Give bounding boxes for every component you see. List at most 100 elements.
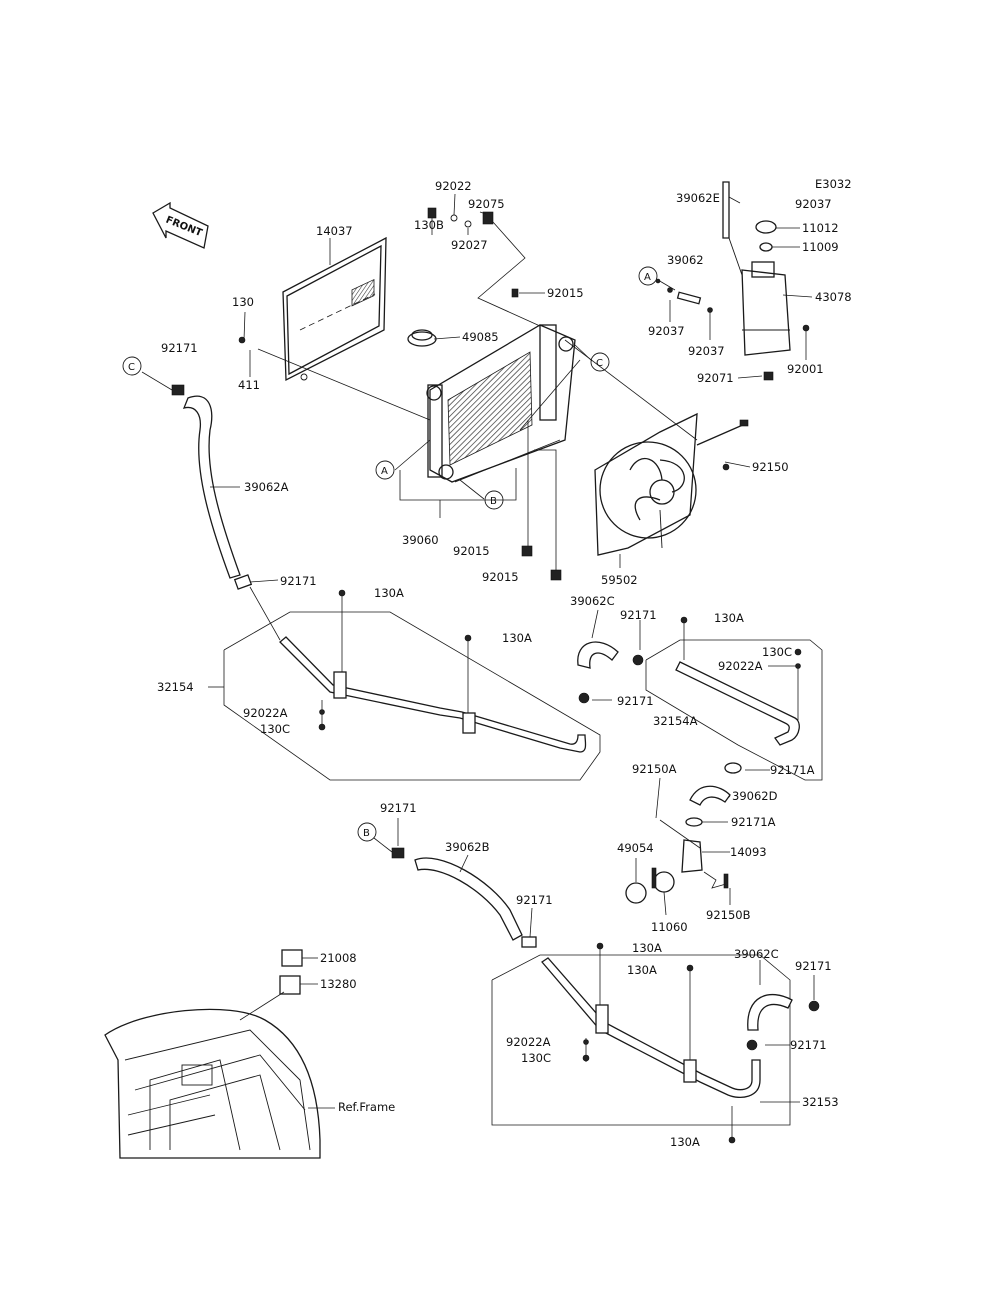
- label-32154A: 32154A: [653, 714, 698, 728]
- label-411: 411: [238, 378, 260, 392]
- clip-13280: [279, 975, 301, 995]
- label-130A-5: 130A: [627, 963, 657, 977]
- clamp-a: [233, 574, 253, 590]
- svg-text:A: A: [644, 272, 651, 283]
- fasteners: [238, 278, 810, 1144]
- front-label: FRONT: [164, 215, 204, 240]
- label-39062: 39062: [667, 253, 704, 267]
- label-39062C-bot: 39062C: [734, 947, 779, 961]
- leader-lines: [141, 193, 815, 1138]
- radiator-screen: [282, 236, 387, 382]
- svg-text:B: B: [363, 828, 370, 839]
- label-92150A: 92150A: [632, 762, 677, 776]
- label-39062B: 39062B: [445, 840, 490, 854]
- label-32154: 32154: [157, 680, 194, 694]
- svg-text:B: B: [490, 496, 497, 507]
- label-130C-l: 130C: [260, 722, 290, 736]
- label-92171-f: 92171: [516, 893, 553, 907]
- label-39062D: 39062D: [732, 789, 778, 803]
- label-ref-frame: Ref.Frame: [338, 1100, 395, 1114]
- label-130A-6: 130A: [670, 1135, 700, 1149]
- label-32153: 32153: [802, 1095, 839, 1109]
- svg-text:C: C: [596, 358, 603, 369]
- label-11060: 11060: [651, 920, 688, 934]
- label-92027: 92027: [451, 238, 488, 252]
- label-49054: 49054: [617, 841, 654, 855]
- label-130A-4: 130A: [632, 941, 662, 955]
- svg-text:A: A: [381, 466, 388, 477]
- label-92171-d: 92171: [617, 694, 654, 708]
- svg-text:C: C: [128, 362, 135, 373]
- label-92001: 92001: [787, 362, 824, 376]
- label-14037: 14037: [316, 224, 353, 238]
- label-130A-2: 130A: [502, 631, 532, 645]
- label-92171A-2: 92171A: [731, 815, 776, 829]
- cooling-fan-assembly: [594, 412, 749, 556]
- marker-a-radiator: A: [375, 460, 395, 480]
- marker-c-hose: C: [122, 356, 142, 376]
- label-130: 130: [232, 295, 254, 309]
- radiator: [426, 324, 576, 483]
- label-92022A-r: 92022A: [718, 659, 763, 673]
- label-92015-mid: 92015: [453, 544, 490, 558]
- label-21008: 21008: [320, 951, 357, 965]
- label-92037-top: 92037: [795, 197, 832, 211]
- top-bolt-set: [427, 207, 519, 298]
- clip-21008: [281, 949, 303, 967]
- label-92037-l: 92037: [648, 324, 685, 338]
- label-92171-e: 92171: [380, 801, 417, 815]
- label-92022-top: 92022: [435, 179, 472, 193]
- label-130A-1: 130A: [374, 586, 404, 600]
- reservoir-tank: [676, 181, 791, 381]
- frame-reference: [104, 1008, 321, 1159]
- label-59502: 59502: [601, 573, 638, 587]
- clamp-c: [171, 384, 185, 396]
- label-92171-c: 92171: [161, 341, 198, 355]
- pipe-32154: [223, 611, 601, 781]
- label-92075: 92075: [468, 197, 505, 211]
- diagram-code: E3032: [815, 177, 852, 191]
- hose-39062C-top: [577, 641, 619, 669]
- thermostat-group: [625, 785, 731, 904]
- marker-b-radiator: B: [484, 490, 504, 510]
- label-92022A-b: 92022A: [506, 1035, 551, 1049]
- label-14093: 14093: [730, 845, 767, 859]
- label-130C-r: 130C: [762, 645, 792, 659]
- label-39062C-top: 39062C: [570, 594, 615, 608]
- part-labels: 92022 92075 130B 92027 14037 130 411 920…: [157, 179, 852, 1149]
- label-92015-bot: 92015: [482, 570, 519, 584]
- marker-a-reservoir: A: [638, 266, 658, 286]
- label-130C-b: 130C: [521, 1051, 551, 1065]
- label-13280: 13280: [320, 977, 357, 991]
- label-92037-r: 92037: [688, 344, 725, 358]
- label-43078: 43078: [815, 290, 852, 304]
- label-92071: 92071: [697, 371, 734, 385]
- pipe-32153: [491, 954, 791, 1126]
- label-130A-3: 130A: [714, 611, 744, 625]
- marker-c-radiator: C: [590, 352, 610, 372]
- label-92150: 92150: [752, 460, 789, 474]
- label-39060: 39060: [402, 533, 439, 547]
- label-11012: 11012: [802, 221, 839, 235]
- label-92171-g: 92171: [795, 959, 832, 973]
- label-92171A-1: 92171A: [770, 763, 815, 777]
- hose-39062C-bottom: [747, 993, 793, 1031]
- front-arrow: FRONT: [152, 201, 209, 249]
- clamp-92171A-1: [724, 762, 742, 774]
- label-49085: 49085: [462, 330, 499, 344]
- pipe-32154A: [645, 639, 823, 781]
- label-92150B: 92150B: [706, 908, 751, 922]
- marker-b-hose: B: [357, 822, 377, 842]
- radiator-cap: [407, 329, 437, 347]
- label-92171-b: 92171: [620, 608, 657, 622]
- label-130B: 130B: [414, 218, 444, 232]
- label-39062A: 39062A: [244, 480, 289, 494]
- label-92022A-l: 92022A: [243, 706, 288, 720]
- hose-39062B: [414, 857, 523, 941]
- label-39062E: 39062E: [676, 191, 720, 205]
- label-92171-h: 92171: [790, 1038, 827, 1052]
- label-92171-a: 92171: [280, 574, 317, 588]
- label-11009: 11009: [802, 240, 839, 254]
- label-92015-top: 92015: [547, 286, 584, 300]
